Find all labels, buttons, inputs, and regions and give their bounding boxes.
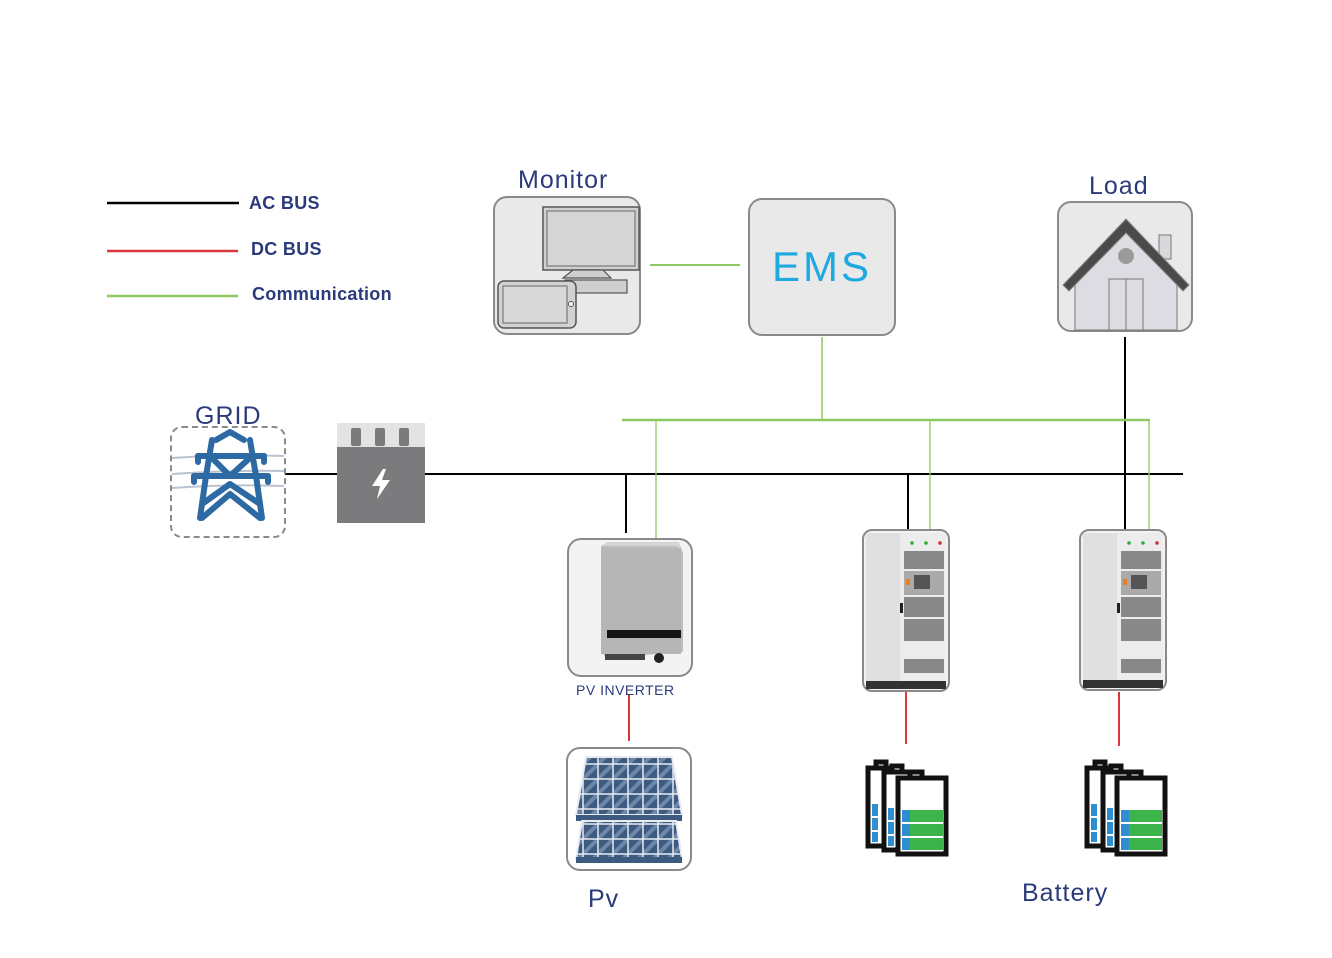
- ems-node[interactable]: EMS: [748, 198, 896, 336]
- lightning-icon: [372, 469, 390, 499]
- transmission-tower-icon: [171, 429, 285, 521]
- pv-node[interactable]: [566, 747, 692, 871]
- house-icon: [1062, 218, 1190, 331]
- legend-ac-bus-label: AC BUS: [249, 193, 320, 213]
- load-title: Load: [1089, 172, 1149, 200]
- solar-panel-icon: [574, 756, 684, 863]
- ems-label: EMS: [771, 243, 872, 290]
- battery-pack-2[interactable]: [1083, 758, 1171, 858]
- legend-dc-bus-label: DC BUS: [251, 239, 322, 259]
- battery-pack-1[interactable]: [864, 758, 952, 858]
- monitor-node[interactable]: [493, 196, 641, 335]
- pv-inverter-label: PV INVERTER: [576, 682, 675, 698]
- battery-icon: [1084, 759, 1168, 857]
- load-node[interactable]: [1057, 201, 1193, 332]
- grid-title: GRID: [195, 402, 262, 430]
- pv-title: Pv: [588, 885, 620, 913]
- grid-node[interactable]: [170, 426, 286, 538]
- battery-icon: [865, 759, 949, 857]
- computer-tablet-icon: [497, 206, 640, 329]
- transformer-node[interactable]: [337, 423, 425, 523]
- inverter-device-icon: [601, 542, 683, 663]
- legend-communication-label: Communication: [252, 284, 392, 304]
- pcs-cabinet-1[interactable]: [862, 529, 950, 692]
- battery-title: Battery: [1022, 879, 1109, 907]
- monitor-title: Monitor: [518, 166, 609, 194]
- pv-inverter-node[interactable]: [567, 538, 693, 677]
- pcs-cabinet-2[interactable]: [1079, 529, 1167, 691]
- pcs-cabinet-icon: [866, 533, 946, 689]
- pcs-cabinet-icon: [1083, 533, 1163, 688]
